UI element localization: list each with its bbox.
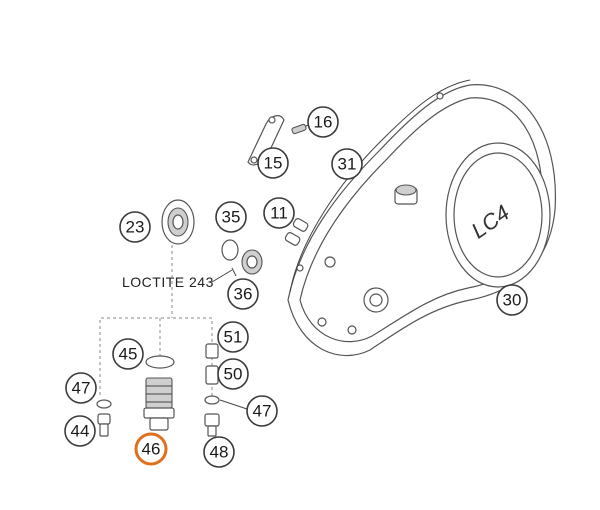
- small-parts-upper: [221, 218, 309, 277]
- svg-text:44: 44: [71, 422, 90, 441]
- callout-44: 44: [64, 415, 96, 447]
- svg-text:31: 31: [338, 155, 357, 174]
- svg-text:16: 16: [314, 113, 333, 132]
- assembly-lines: [99, 245, 213, 400]
- callout-23: 23: [119, 211, 151, 243]
- callout-36: 36: [227, 278, 259, 310]
- callout-15: 15: [257, 147, 289, 179]
- leader-47-right: [219, 399, 248, 410]
- callout-48: 48: [203, 436, 235, 468]
- svg-text:47: 47: [253, 402, 272, 421]
- svg-text:11: 11: [270, 204, 288, 223]
- callout-50: 50: [217, 358, 249, 390]
- bracket-and-bolt: [247, 115, 317, 166]
- loctite-note: LOCTITE 243: [122, 274, 214, 290]
- callout-51: 51: [217, 321, 249, 353]
- callout-31: 31: [331, 148, 363, 180]
- svg-text:47: 47: [72, 379, 91, 398]
- svg-text:46: 46: [142, 440, 161, 459]
- callout-30: 30: [496, 284, 528, 316]
- svg-text:15: 15: [264, 154, 283, 173]
- oil-screen-assembly: [96, 343, 220, 437]
- callout-11: 11: [263, 197, 295, 229]
- callout-35: 35: [215, 201, 247, 233]
- svg-text:45: 45: [119, 345, 138, 364]
- callout-47-right: 47: [246, 395, 278, 427]
- bearing: [161, 199, 195, 245]
- engine-cover: LC4: [287, 84, 556, 357]
- svg-text:50: 50: [224, 365, 243, 384]
- svg-text:23: 23: [126, 218, 145, 237]
- svg-text:36: 36: [234, 285, 253, 304]
- svg-text:48: 48: [210, 443, 229, 462]
- callout-45: 45: [112, 338, 144, 370]
- svg-text:35: 35: [222, 208, 241, 227]
- svg-text:30: 30: [503, 291, 522, 310]
- callout-47-left: 47: [65, 372, 97, 404]
- loctite-leader: [211, 269, 233, 283]
- svg-text:51: 51: [224, 328, 243, 347]
- callout-16: 16: [307, 106, 339, 138]
- cover-gasket: [289, 79, 471, 293]
- callout-46-highlighted: 46: [134, 432, 168, 466]
